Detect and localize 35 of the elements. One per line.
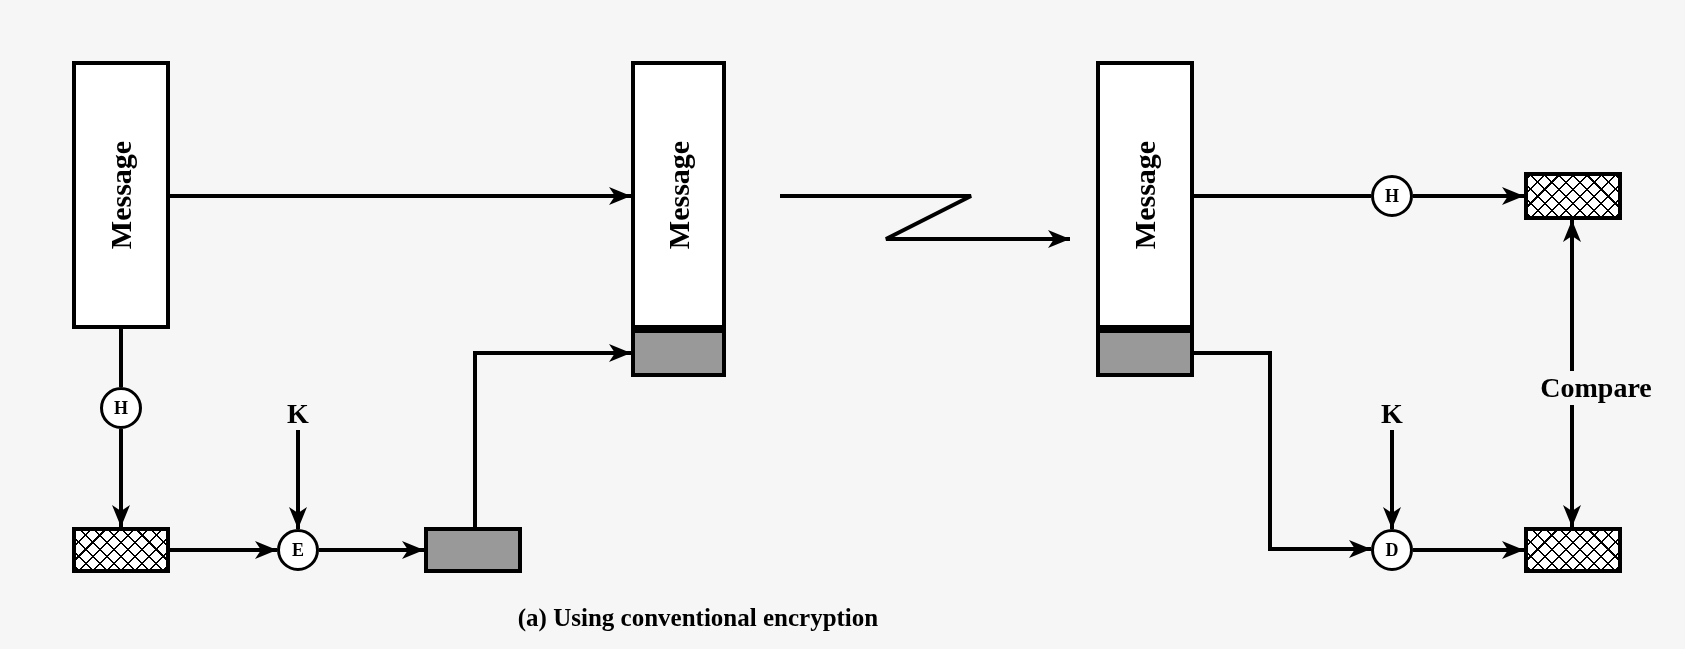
shaded-box <box>631 329 726 377</box>
arrow <box>473 344 631 527</box>
function-circle: H <box>100 387 142 429</box>
caption: (a) Using conventional encryption <box>517 604 879 632</box>
message-box <box>1096 61 1194 329</box>
shaded-box <box>1096 329 1194 377</box>
node-label: Compare <box>1526 371 1666 405</box>
hatched-box <box>1524 527 1622 573</box>
arrow <box>780 194 1070 248</box>
arrow <box>319 541 424 559</box>
function-circle: H <box>1371 175 1413 217</box>
connector-line <box>119 329 123 387</box>
hatched-box <box>72 527 170 573</box>
arrow <box>1413 187 1524 205</box>
shaded-box <box>424 527 522 573</box>
arrow <box>170 187 631 205</box>
arrow <box>1563 220 1581 371</box>
arrow <box>1413 541 1524 559</box>
function-circle: E <box>277 529 319 571</box>
node-label: K <box>1378 398 1406 430</box>
node-label: K <box>284 398 312 430</box>
message-label: Message <box>104 140 138 250</box>
message-box <box>631 61 726 329</box>
connector-line <box>1194 194 1371 198</box>
function-circle: D <box>1371 529 1413 571</box>
arrow <box>1563 405 1581 527</box>
arrow <box>1194 351 1371 558</box>
arrow <box>1383 430 1401 529</box>
arrow <box>170 541 277 559</box>
arrow <box>289 430 307 529</box>
message-label: Message <box>661 140 696 250</box>
message-box <box>72 61 170 329</box>
hatched-box <box>1524 172 1622 220</box>
message-label: Message <box>1128 140 1162 250</box>
arrow <box>112 429 130 527</box>
